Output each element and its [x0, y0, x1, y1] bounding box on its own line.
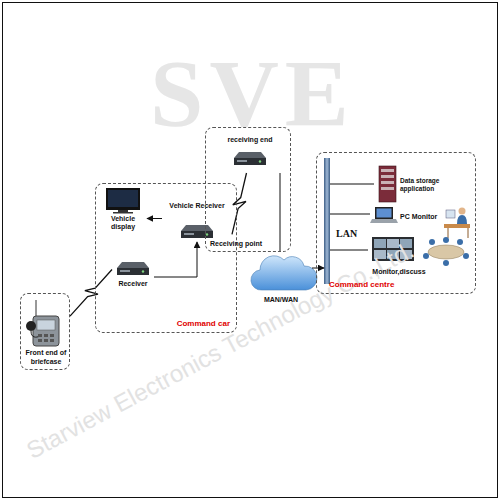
meeting-icon [443, 237, 449, 243]
signal-arrow [147, 218, 162, 219]
lan-bus-node: LAN [324, 158, 330, 284]
vehicle-display-icon [106, 188, 140, 210]
command-centre-region: LAN Data storage application PC MonitorMon… [316, 152, 476, 294]
briefcase-terminal [50, 339, 54, 342]
operator-icon [457, 215, 467, 224]
lan-bus [324, 158, 330, 284]
meeting-icon [423, 253, 429, 259]
monitor-discuss: Monitor,discuss [368, 234, 474, 280]
wireless-link [232, 173, 247, 234]
meeting-icon [429, 239, 435, 245]
laptop-icon [370, 207, 398, 223]
receiving-point-region: receiving endReceiving point [205, 127, 291, 252]
server-icon [381, 175, 394, 178]
region-title: Front end of briefcase [21, 349, 71, 366]
briefcase-terminal [38, 339, 42, 342]
vehicle-display-icon [118, 210, 128, 212]
receiver: Receiver [112, 262, 154, 292]
server-icon [379, 166, 396, 202]
node-label: LAN [336, 228, 357, 240]
meeting-icon [443, 260, 449, 266]
laptop-icon [375, 207, 393, 219]
briefcase-terminal [26, 321, 36, 331]
server-icon [381, 187, 394, 190]
operator-icon [444, 224, 470, 228]
meeting-icon [463, 253, 469, 259]
lan-link [330, 214, 370, 215]
briefcase-terminal [33, 316, 59, 346]
terminal-region: Front end of briefcase [20, 293, 70, 370]
briefcase-terminal [44, 334, 48, 337]
receiver-icon [117, 262, 149, 275]
server-icon [379, 166, 396, 202]
command-car-region: Receiver Vehicle ReceiverVehicle displayC… [95, 183, 237, 333]
receiving-end-icon [234, 152, 266, 165]
node-label: Receiver [112, 280, 154, 288]
briefcase-terminal [50, 334, 54, 337]
wireless-link [70, 270, 112, 317]
meeting-icon [428, 245, 464, 259]
operator-icon [444, 208, 470, 239]
outer-frame [3, 3, 498, 498]
vehicle-display-icon [108, 190, 138, 207]
vehicle-display: Vehicle display [99, 187, 147, 237]
node-label: Monitor,discuss [368, 268, 430, 276]
pc-monitor: PC Monitor [370, 204, 470, 240]
briefcase-terminal [36, 300, 37, 318]
vehicle-receiver-icon [181, 225, 213, 238]
region-title: Command centre [329, 280, 394, 290]
operator-icon [446, 210, 455, 218]
meeting-icon [423, 237, 469, 266]
node-label: MAN/WAN [250, 296, 312, 304]
operator-icon [448, 228, 449, 238]
laptop-icon [377, 209, 392, 218]
receiving-end: receiving end [215, 133, 285, 173]
briefcase-terminal [44, 339, 48, 342]
vehicle-display-icon [106, 188, 140, 214]
signal-arrow [154, 242, 197, 277]
meeting-icon [457, 239, 463, 245]
node-label: receiving end [215, 136, 285, 144]
network-cloud-node: MAN/WAN [250, 252, 312, 310]
operator-icon [468, 228, 469, 238]
node-label: Data storage application [400, 177, 474, 193]
operator-icon [459, 208, 466, 215]
briefcase-terminal [37, 320, 55, 330]
laptop-icon [370, 219, 398, 223]
node-label: PC Monitor [400, 213, 444, 221]
region-title: Receiving point [210, 240, 262, 248]
vehicle-display-icon [113, 212, 133, 214]
server-icon [381, 181, 394, 184]
vehicle-receiver: Vehicle Receiver [162, 200, 232, 242]
server-icon [381, 169, 394, 172]
watermark-text: Starview Electronics Technology Co.,Ltd. [22, 236, 419, 465]
lan-link [330, 184, 374, 185]
network-cloud [251, 256, 317, 290]
node-label: Vehicle Receiver [162, 202, 232, 210]
lan-link [330, 250, 368, 251]
region-title: Command car [177, 319, 230, 329]
network-line [280, 173, 281, 252]
briefcase-terminal [26, 300, 59, 346]
node-label: Vehicle display [99, 215, 147, 232]
data-storage: Data storage application [374, 164, 474, 204]
briefcase-terminal [38, 334, 42, 337]
watermark-logo: SVE [150, 38, 355, 149]
network-arrow [312, 268, 324, 269]
